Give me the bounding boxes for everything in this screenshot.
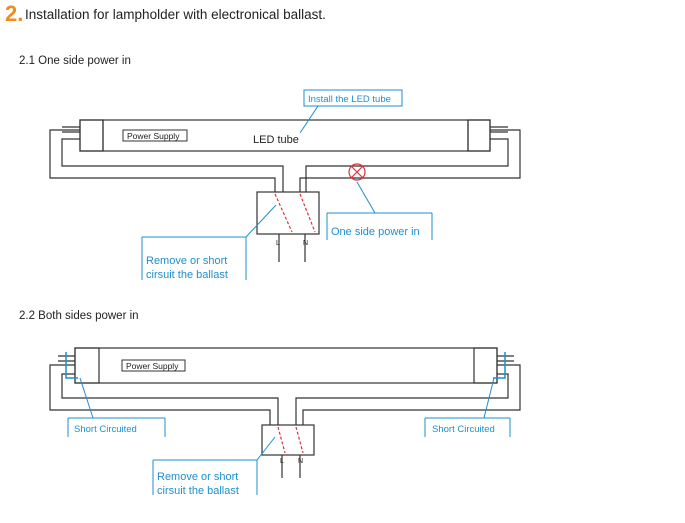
callout-one-side-text: One side power in bbox=[331, 226, 420, 238]
terminal-l-2: L bbox=[280, 458, 284, 465]
ballast-callout-line1-2: Remove or short bbox=[157, 471, 238, 483]
end-cap-left-2 bbox=[74, 347, 100, 384]
ballast-box-1 bbox=[256, 191, 320, 235]
power-supply-box-1 bbox=[122, 129, 188, 142]
terminal-n-1: N bbox=[303, 240, 308, 247]
ballast-box-2 bbox=[261, 424, 315, 456]
page-title: Installation for lampholder with electro… bbox=[25, 7, 326, 22]
power-supply-label-1: Power Supply bbox=[127, 131, 180, 141]
ballast-callout-line1-1: Remove or short bbox=[146, 255, 227, 267]
ballast-callout-line2-2: cirsuit the ballast bbox=[157, 485, 239, 497]
short-circuited-right: Short Circuited bbox=[432, 424, 495, 435]
section-number: 2. bbox=[5, 1, 24, 26]
terminal-n-2: N bbox=[298, 458, 303, 465]
led-tube-label: LED tube bbox=[253, 134, 299, 146]
power-supply-box-2 bbox=[121, 359, 186, 372]
diagram1-heading: 2.1 One side power in bbox=[19, 55, 131, 67]
diagram2 bbox=[49, 347, 521, 478]
power-supply-label-2: Power Supply bbox=[126, 361, 179, 371]
terminal-l-1: L bbox=[276, 240, 280, 247]
diagram2-heading: 2.2 Both sides power in bbox=[19, 310, 139, 322]
end-cap-left-1 bbox=[79, 119, 104, 152]
callout-install-box bbox=[303, 89, 403, 107]
callout-install-text: Install the LED tube bbox=[308, 94, 391, 105]
short-circuited-left: Short Circuited bbox=[74, 424, 137, 435]
indicator-lamp-icon bbox=[348, 163, 366, 181]
end-cap-right-1 bbox=[467, 119, 491, 152]
diagram1 bbox=[49, 119, 521, 262]
ballast-callout-line2-1: cirsuit the ballast bbox=[146, 269, 228, 281]
